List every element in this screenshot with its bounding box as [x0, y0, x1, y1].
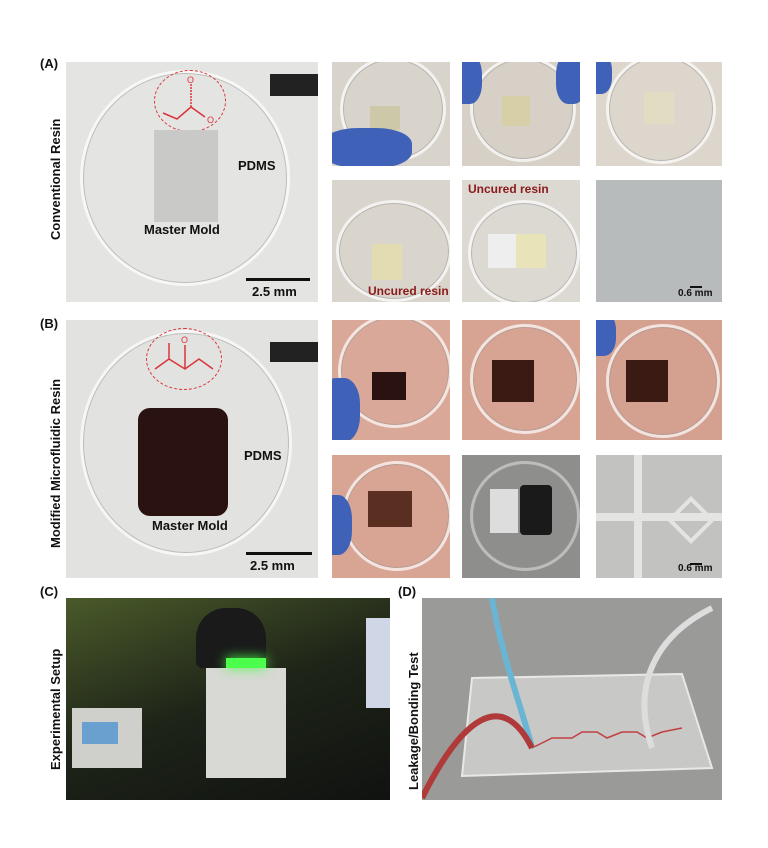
molecule-callout: O: [146, 328, 222, 390]
modified-microscopy: 0.6 mm: [596, 455, 722, 578]
modified-step-5: [462, 455, 580, 578]
master-mold: [138, 408, 228, 516]
panel-b-row-label: Modified Microfluidic Resin: [48, 378, 63, 548]
pdms-label: PDMS: [238, 158, 276, 173]
microscope-body: [206, 668, 286, 778]
panel-a-row-label: Conventional Resin: [48, 118, 63, 240]
panel-c-row-label: Experimental Setup: [48, 648, 63, 770]
chip-illustration: [422, 598, 714, 800]
leakage-test-photo: [422, 598, 722, 800]
conventional-step-1: [332, 62, 450, 166]
conventional-microscopy: 0.6 mm: [596, 180, 722, 302]
scale-label: 2.5 mm: [250, 558, 295, 573]
scale-bar: [246, 278, 310, 281]
scale-label: 2.5 mm: [252, 284, 297, 299]
pdms-label: PDMS: [244, 448, 282, 463]
panel-a-label: (A): [40, 56, 59, 71]
panel-d-row-label: Leakage/Bonding Test: [406, 652, 421, 790]
acrylate-structure-icon: OO: [162, 75, 214, 125]
experimental-setup-photo: [66, 598, 390, 800]
methacrylate-structure-icon: O: [154, 335, 214, 370]
micro-scale-label: 0.6 mm: [678, 288, 713, 299]
modified-step-2: [462, 320, 580, 440]
svg-text:O: O: [207, 115, 214, 125]
conventional-step-3: [596, 62, 722, 166]
green-light: [226, 658, 266, 668]
scale-bar: [246, 552, 312, 555]
conventional-step-4: Uncured resin: [332, 180, 450, 302]
modified-main-photo: O PDMS Master Mold 2.5 mm: [66, 320, 318, 578]
contact-angle-inset: [270, 74, 318, 96]
conventional-step-2: [462, 62, 580, 166]
monitor: [366, 618, 390, 708]
panel-b-label: (B): [40, 316, 59, 331]
syringe-pump: [72, 708, 142, 768]
modified-step-4: [332, 455, 450, 578]
master-mold-label: Master Mold: [144, 222, 220, 237]
micro-scale-label: 0.6 mm: [678, 563, 713, 574]
svg-text:O: O: [181, 335, 188, 345]
modified-step-1: [332, 320, 450, 440]
panel-c-label: (C): [40, 584, 59, 599]
conventional-step-5: Uncured resin: [462, 180, 580, 302]
contact-angle-inset: [270, 342, 318, 362]
master-mold-label: Master Mold: [152, 518, 228, 533]
uncured-resin-label-1: Uncured resin: [368, 284, 449, 298]
master-mold: [154, 130, 218, 222]
panel-d-label: (D): [398, 584, 417, 599]
svg-text:O: O: [187, 75, 194, 85]
uncured-resin-label-2: Uncured resin: [468, 182, 549, 196]
modified-step-3: [596, 320, 722, 440]
